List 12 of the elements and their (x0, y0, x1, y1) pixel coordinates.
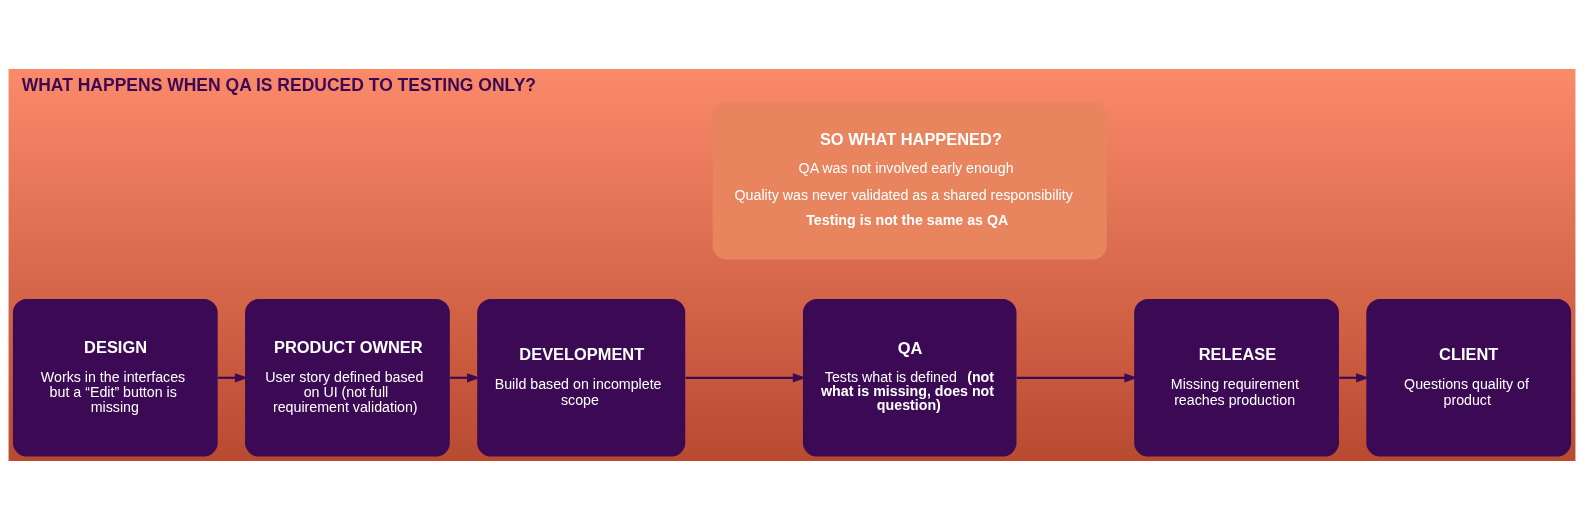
arrow (217, 372, 249, 382)
node-box: DESIGN Works in the interfaces but a “Edit” button is missing (12, 298, 218, 457)
node-box: RELEASE Missing requirement reaches production (1134, 298, 1339, 457)
node-box: CLIENT Questions quality of product (1366, 298, 1572, 457)
arrow (1016, 372, 1138, 382)
diagram-title: WHAT HAPPENS WHEN QA IS REDUCED TO TESTING ONLY? (21, 74, 537, 95)
node-box: DEVELOPMENT Build based on incomplete scope (477, 298, 686, 457)
node-box: PRODUCT OWNER User story defined based on UI (not full requirement validation) (245, 298, 450, 457)
arrow (685, 372, 806, 382)
arrow (1339, 372, 1370, 382)
node-box: QA Tests what is defined (not what is missing, does not question) (802, 298, 1017, 457)
node-box: SO WHAT HAPPENED? QA was not involved early enough Quality was never validated as a shared responsibility Testing is not the same as QA (712, 101, 1107, 260)
